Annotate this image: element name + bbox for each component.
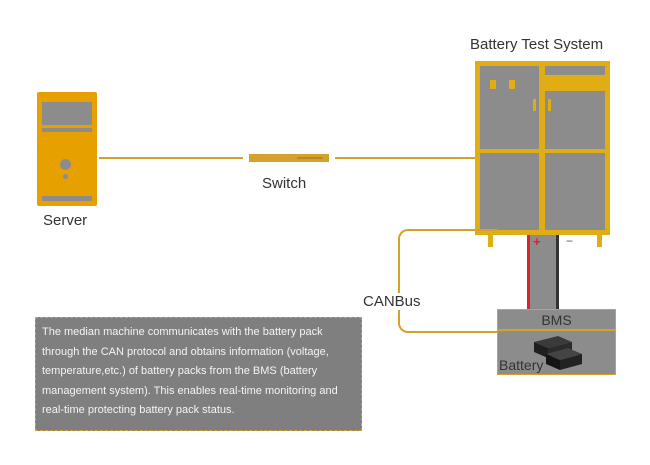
server-led — [63, 174, 68, 179]
canbus-label: CANBus — [362, 293, 422, 310]
cabinet-door-top-right — [545, 91, 605, 149]
negative-terminal-label: − — [566, 234, 574, 248]
cabinet-leg — [597, 235, 602, 247]
cabinet-knob — [509, 80, 515, 89]
negative-wire — [556, 235, 559, 310]
battery-pack-icon — [534, 336, 582, 370]
cabinet-keypad — [579, 79, 587, 87]
positive-wire — [527, 235, 530, 310]
switch-ports — [297, 157, 323, 159]
server-label: Server — [43, 212, 88, 229]
bms-battery-box: BMS Battery — [497, 309, 616, 375]
battery-label: Battery — [499, 357, 544, 373]
ethernet-link-switch-cabinet — [335, 157, 476, 159]
cabinet-knob — [490, 80, 496, 89]
description-note: The median machine communicates with the… — [35, 317, 362, 431]
server-power-button — [60, 159, 71, 170]
cabinet-handle — [548, 99, 551, 111]
cabinet-door-bottom-left — [480, 153, 539, 230]
power-cable — [527, 235, 559, 310]
ethernet-link-server-switch — [99, 157, 243, 159]
network-switch-icon — [249, 154, 329, 162]
cabinet-door-bottom-right — [545, 153, 605, 230]
cabinet-leg — [488, 235, 493, 247]
cabinet-display — [545, 66, 605, 75]
server-slot — [42, 128, 92, 132]
battery-test-system-label: Battery Test System — [470, 36, 604, 53]
cabinet-handle — [533, 99, 536, 111]
positive-terminal-label: + — [533, 234, 541, 249]
cabinet-door-top-left — [480, 66, 539, 149]
cabinet-control-button — [562, 81, 572, 86]
test-cabinet-icon — [475, 61, 610, 235]
bms-label: BMS — [498, 310, 615, 331]
server-vent — [42, 196, 92, 201]
server-tower-icon — [37, 92, 97, 206]
canbus-link — [398, 229, 498, 333]
cabinet-indicator — [589, 79, 598, 88]
server-drive-bay — [42, 102, 92, 125]
switch-label: Switch — [262, 175, 307, 192]
